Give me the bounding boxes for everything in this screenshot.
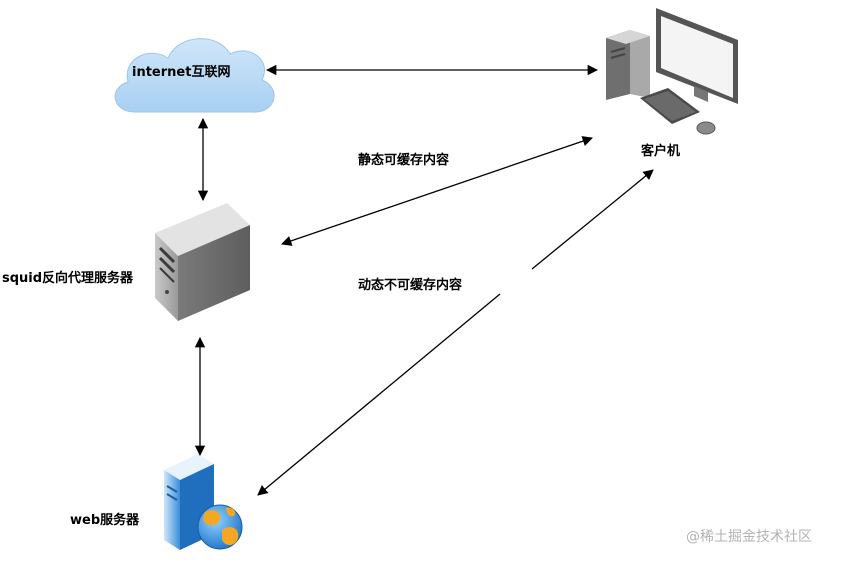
watermark-text: @稀土掘金技术社区 <box>686 529 812 545</box>
proxy-server-icon <box>155 203 250 321</box>
web-server-label: web服务器 <box>70 512 140 528</box>
dynamic-to-client-connector <box>531 169 654 270</box>
dynamic-content-label: 动态不可缓存内容 <box>358 277 462 293</box>
client-computer-icon <box>606 8 738 135</box>
dynamic-to-webserver-connector <box>257 293 501 496</box>
static-content-label: 静态可缓存内容 <box>358 152 449 168</box>
internet-label: internet互联网 <box>132 65 230 80</box>
proxy-label: squid反向代理服务器 <box>2 270 134 286</box>
proxy-client-connector <box>281 136 593 246</box>
client-label: 客户机 <box>641 143 680 159</box>
globe-icon <box>197 504 243 550</box>
internet-cloud-icon <box>114 38 275 113</box>
